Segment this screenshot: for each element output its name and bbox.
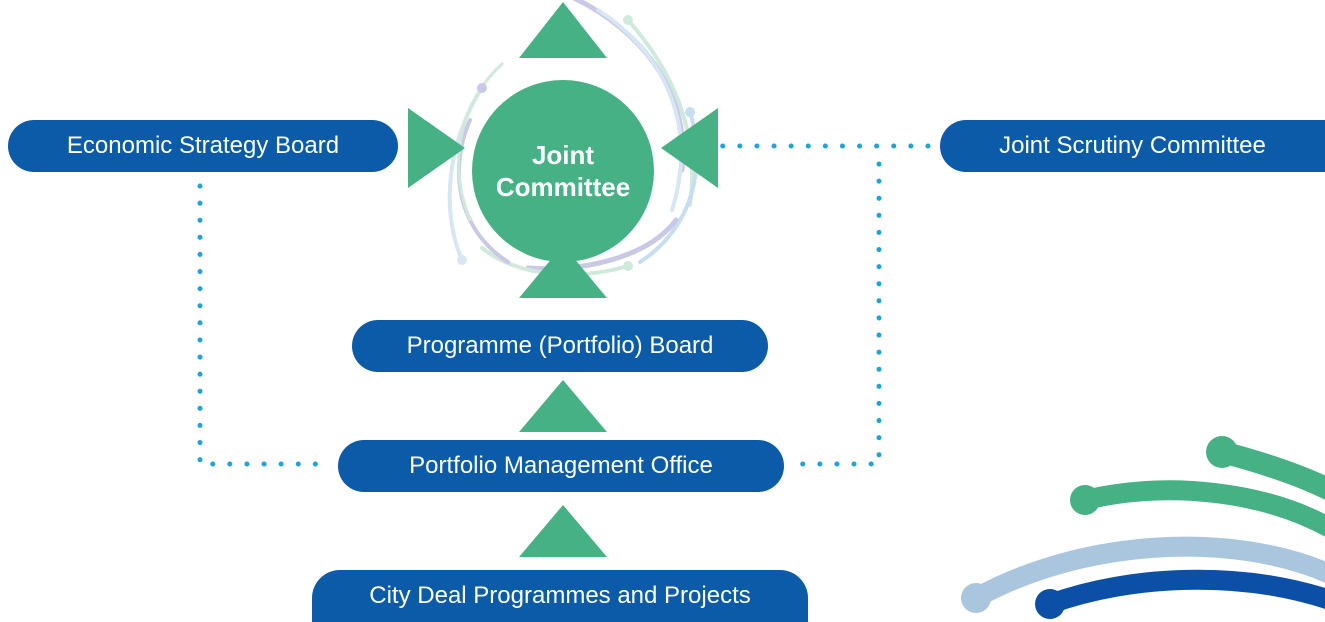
arrow-left-from-jsc [661,108,718,188]
joint-scrutiny-committee-node: Joint Scrutiny Committee [940,120,1325,172]
joint-committee-label: Joint Committee [472,80,654,262]
joint-committee-circle [472,80,654,262]
joint-committee-line1: Joint [531,140,595,170]
city-deal-programmes-node: City Deal Programmes and Projects [312,570,808,622]
arrow-up-to-committee [519,245,607,298]
arrow-up-to-ppb [519,380,607,432]
arrow-up-to-pmo [519,505,607,557]
arrow-up-top [519,2,607,58]
dotted-esb-to-pmo [197,183,333,467]
decorative-swooshes [961,436,1325,619]
dotted-jsc-to-pmo [789,161,882,467]
joint-committee-line2: Committee [495,172,631,202]
arrow-right-from-esb [408,108,465,188]
dotted-connectors [197,143,931,467]
economic-strategy-board-node: Economic Strategy Board [8,120,398,172]
portfolio-management-office-node: Portfolio Management Office [338,440,784,492]
programme-portfolio-board-node: Programme (Portfolio) Board [352,320,768,372]
